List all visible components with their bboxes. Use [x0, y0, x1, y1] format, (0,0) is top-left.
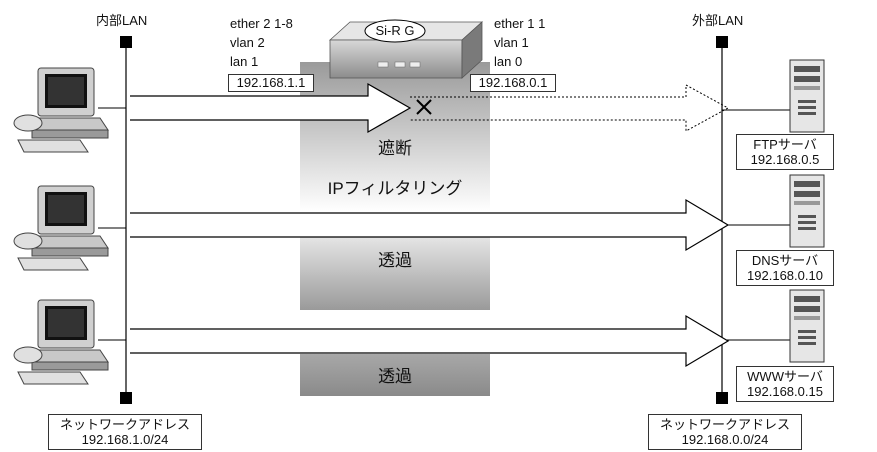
router-name: Si-R G	[375, 23, 415, 38]
left-if-port: ether 2 1-8	[230, 16, 293, 31]
filter-action-pass-dns: 透過	[378, 251, 412, 270]
router-left-ip: 192.168.1.1	[228, 74, 314, 92]
blocked-arrow	[130, 82, 412, 134]
internal-lan-title: 内部LAN	[96, 13, 148, 28]
blocked-x-icon	[416, 99, 432, 115]
tower-server-icon	[789, 59, 825, 133]
external-address-label: ネットワークアドレス	[659, 417, 790, 432]
filter-band-bottom	[300, 354, 490, 396]
desktop-pc-icon	[13, 185, 109, 271]
internal-address-label: ネットワークアドレス	[59, 417, 190, 432]
external-lan-bottom-terminator	[716, 392, 728, 404]
tower-server-icon	[789, 174, 825, 248]
tower-server-icon	[789, 289, 825, 363]
router-left-interface: ether 2 1-8 vlan 2 lan 1	[230, 14, 293, 71]
desktop-pc-icon	[13, 299, 109, 385]
filter-action-block: 遮断	[378, 139, 412, 158]
blocked-arrow-dotted	[410, 84, 730, 132]
router-right-ip: 192.168.0.1	[470, 74, 556, 92]
filter-title: IPフィルタリング	[327, 179, 463, 198]
filter-band-top	[300, 62, 490, 212]
internal-network-address: ネットワークアドレス 192.168.1.0/24	[48, 414, 202, 450]
filter-action-pass-www: 透過	[378, 367, 412, 386]
right-if-port: ether 1 1	[494, 16, 546, 31]
server-www-name: WWWサーバ	[747, 369, 823, 384]
internal-address-value: 192.168.1.0/24	[81, 432, 169, 447]
right-if-vlan: vlan 1	[494, 35, 529, 50]
server-www-ip: 192.168.0.15	[747, 384, 823, 399]
server-dns-label: DNSサーバ 192.168.0.10	[736, 250, 834, 286]
pass-arrow-dns	[130, 198, 730, 252]
server-ftp-label: FTPサーバ 192.168.0.5	[736, 134, 834, 170]
pass-arrow-www	[130, 314, 730, 368]
server-dns-name: DNSサーバ	[751, 253, 819, 268]
external-network-address: ネットワークアドレス 192.168.0.0/24	[648, 414, 802, 450]
router-device-icon	[328, 19, 484, 79]
external-address-value: 192.168.0.0/24	[681, 432, 769, 447]
left-if-vlan: vlan 2	[230, 35, 265, 50]
external-lan-title: 外部LAN	[692, 13, 744, 28]
server-ftp-name: FTPサーバ	[753, 137, 817, 152]
server-ftp-ip: 192.168.0.5	[750, 152, 820, 167]
server-dns-ip: 192.168.0.10	[747, 268, 823, 283]
desktop-pc-icon	[13, 67, 109, 153]
router-right-interface: ether 1 1 vlan 1 lan 0	[494, 14, 545, 71]
internal-lan-bottom-terminator	[120, 392, 132, 404]
internal-lan-top-terminator	[120, 36, 132, 48]
server-www-label: WWWサーバ 192.168.0.15	[736, 366, 834, 402]
left-if-lan: lan 1	[230, 54, 259, 69]
external-lan-top-terminator	[716, 36, 728, 48]
right-if-lan: lan 0	[494, 54, 523, 69]
